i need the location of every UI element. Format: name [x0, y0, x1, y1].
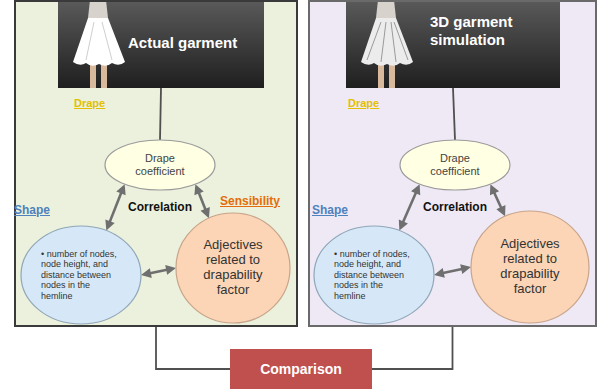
dark-text: 3D garment simulation [430, 13, 556, 49]
arrow-connector [160, 88, 161, 140]
arrow-connector [490, 184, 505, 216]
connector-line [403, 191, 417, 223]
ellipse-shape [314, 226, 434, 324]
shape-text: Shape [14, 203, 50, 217]
arrow-connector [141, 265, 176, 278]
arrow-head [201, 207, 210, 218]
arrow-head [194, 184, 203, 195]
arrow-head [141, 268, 152, 278]
drape-text: Drape [348, 97, 379, 109]
panel-ground [308, 0, 597, 327]
coef-text: Drape coefficient [123, 152, 197, 178]
connector-line [442, 269, 463, 274]
panel: Correlation3D garment simulationDrapeDra… [308, 0, 597, 327]
arrow-connector [399, 184, 420, 230]
corr-text: Correlation [395, 200, 515, 214]
arrow-head [460, 264, 471, 274]
arrow-head [490, 184, 499, 195]
ellipse-shape [471, 211, 589, 323]
ellipse-shape [176, 213, 290, 323]
sens-text: Sensibility [220, 194, 280, 208]
dark-text: Actual garment [128, 34, 260, 52]
sensibility-circle: Adjectives related to drapability factor [470, 210, 590, 324]
panel-ground [14, 0, 298, 327]
adj-text: Adjectives related to drapability factor [190, 238, 276, 298]
arrow-connector [453, 88, 455, 140]
ellipse-shape [105, 140, 215, 190]
drape-text: Drape [74, 97, 105, 109]
skirt-simulation [361, 0, 413, 88]
drape-ellipse: DrapeDrape coefficient [104, 139, 216, 191]
ellipse-shape [400, 140, 510, 190]
arrow-connector [434, 264, 471, 278]
shape-circle: Shape• number of nodes, node height, and… [20, 225, 142, 325]
sensibility-circle: SensibilityAdjectives related to drapabi… [175, 212, 291, 324]
comparison-box: Comparison [230, 349, 372, 389]
connector-line [149, 270, 168, 274]
arrow-head [399, 219, 408, 230]
photo-ground [58, 0, 264, 88]
bracket-connector [156, 327, 230, 369]
arrow-connector [105, 184, 125, 230]
connector-line [453, 88, 455, 140]
connector-line [198, 192, 206, 211]
panel: CorrelationActual garmentDrapeDrape coef… [14, 0, 298, 327]
ellipse-shape [21, 226, 141, 324]
arrow-head [165, 265, 176, 275]
connector-line [160, 88, 161, 140]
adj-text: Adjectives related to drapability factor [487, 237, 573, 297]
shape-text: Shape [312, 203, 348, 217]
arrow-head [116, 184, 125, 195]
coef-text: Drape coefficient [418, 152, 492, 178]
arrow-connector [194, 184, 209, 218]
arrow-head [496, 205, 505, 216]
shape-circle: Shape• number of nodes, node height, and… [313, 225, 435, 325]
arrow-head [105, 219, 114, 230]
connector-line [109, 192, 121, 224]
connector-line [372, 327, 453, 369]
connector-line [156, 327, 230, 369]
bracket-connector [372, 327, 453, 369]
photo-box: Actual garment [58, 0, 264, 88]
bullet-text: • number of nodes, node height, and dist… [41, 249, 121, 301]
connector-line [494, 191, 502, 209]
photo-ground [346, 0, 560, 88]
arrow-head [411, 184, 420, 195]
photo-box: 3D garment simulation [346, 0, 560, 88]
comp-text: Comparison [260, 361, 342, 377]
drape-ellipse: DrapeDrape coefficient [399, 139, 511, 191]
skirt-photo [73, 0, 125, 88]
corr-text: Correlation [100, 200, 220, 214]
bullet-text: • number of nodes, node height, and dist… [334, 249, 414, 301]
arrow-head [434, 268, 445, 278]
